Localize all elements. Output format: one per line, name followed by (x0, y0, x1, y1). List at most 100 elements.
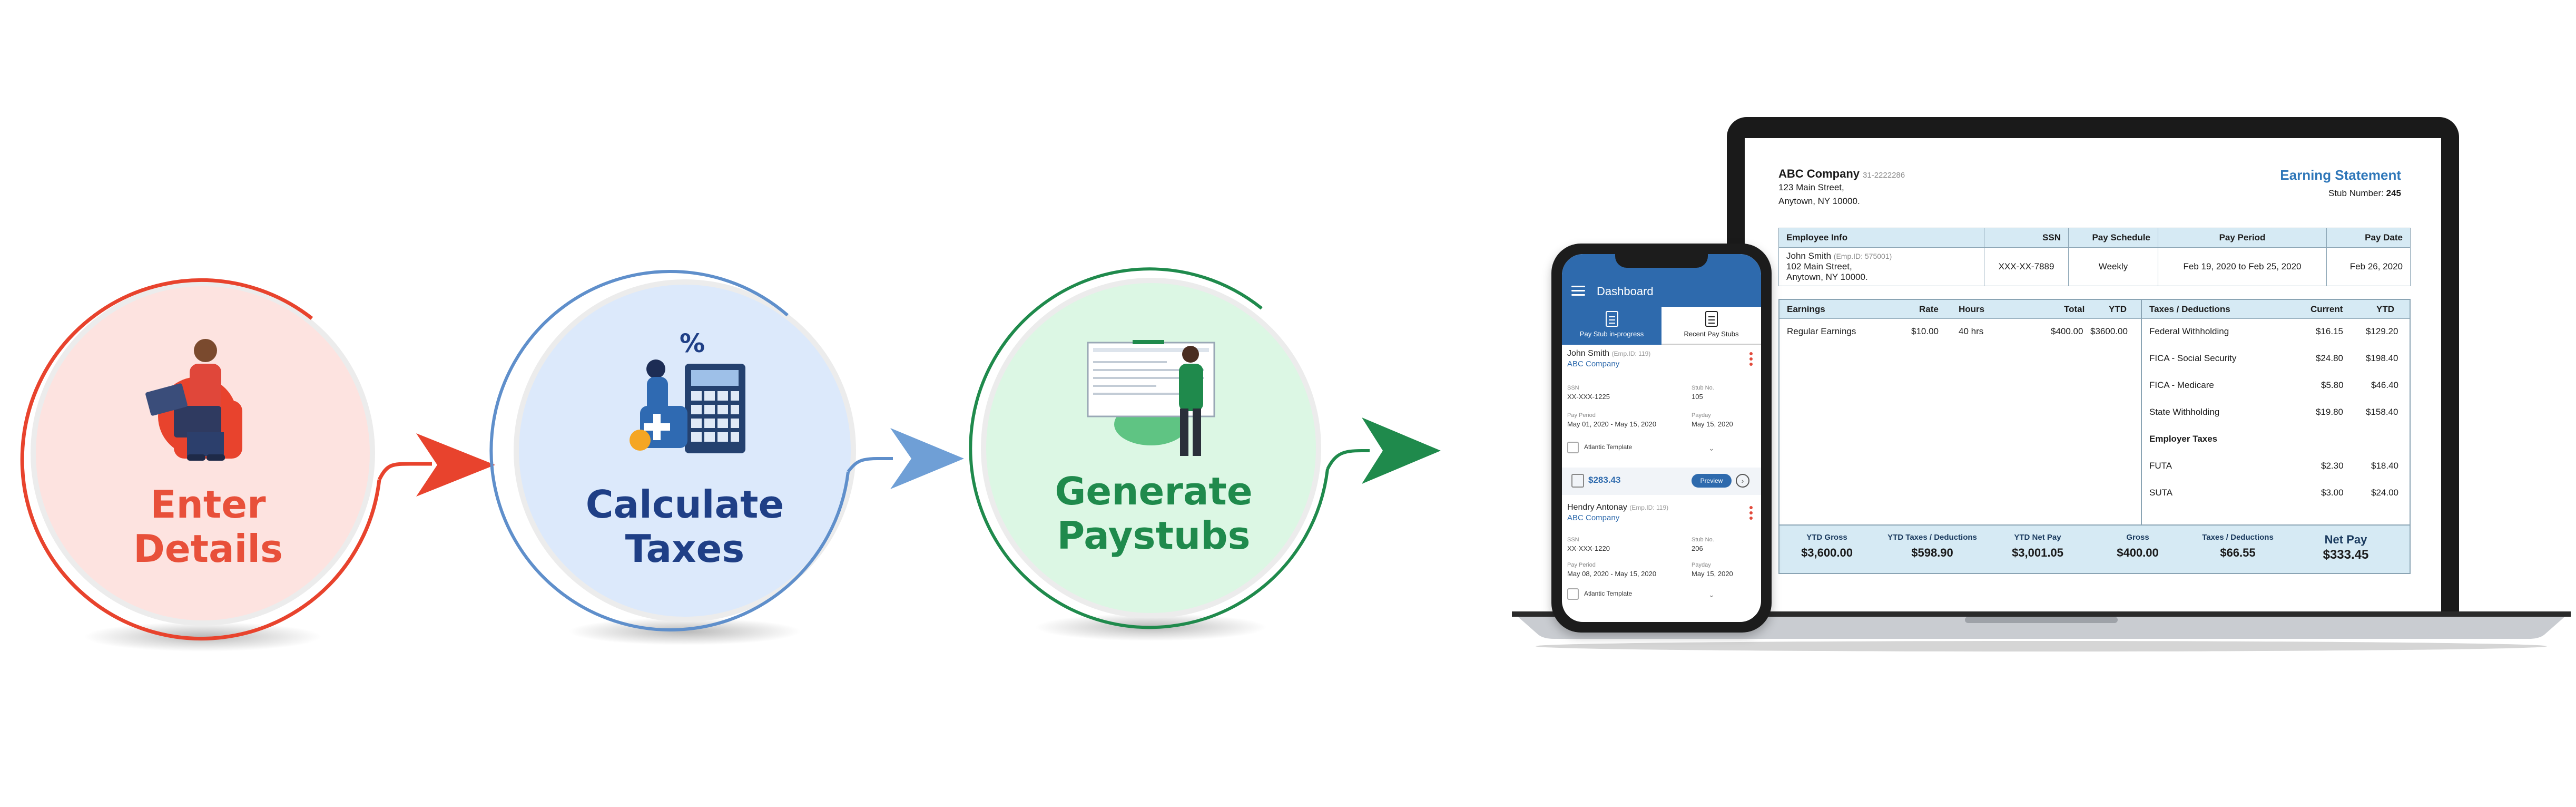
step-1-enter-details (20, 278, 495, 652)
tab-recent-pay-stubs[interactable]: Recent Pay Stubs (1661, 307, 1761, 345)
chevron-down-icon[interactable]: ⌄ (1708, 590, 1715, 599)
column-header: Current (2310, 304, 2343, 314)
chevron-down-icon[interactable]: ⌄ (1708, 444, 1715, 452)
person-with-paystub-board-icon (1087, 340, 1215, 456)
document-icon (1705, 311, 1718, 327)
total-label: Net Pay (2324, 533, 2367, 546)
step-1-label-line2: Details (133, 527, 283, 571)
template-icon (1567, 442, 1579, 453)
earnings-taxes-section: Earnings Rate Hours Total YTD Regular Ea… (1778, 299, 2411, 526)
employer-taxes-heading-row: Employer Taxes (2142, 426, 2410, 453)
employee-address-2: Anytown, NY 10000. (1786, 272, 1868, 282)
tax-name: FICA - Medicare (2149, 380, 2214, 390)
taxes-table: Taxes / Deductions Current YTD Federal W… (2142, 300, 2410, 524)
earning-total: $400.00 (2051, 326, 2083, 336)
calculator-percent-icon: % (630, 329, 745, 453)
tax-ytd: $46.40 (2371, 380, 2398, 390)
tab-pay-stub-in-progress[interactable]: Pay Stub in-progress (1562, 307, 1661, 345)
stub-number-value: 245 (2386, 188, 2401, 198)
earnings-header-row: Earnings Rate Hours Total YTD (1779, 300, 2141, 319)
totals-bar: YTD Gross $3,600.00 YTD Taxes / Deductio… (1778, 526, 2411, 574)
field-label: Stub No. (1692, 537, 1714, 543)
pay-schedule-cell: Weekly (2068, 247, 2158, 286)
employer-taxes-heading: Employer Taxes (2149, 434, 2218, 444)
table-row: Federal Withholding $16.15 $129.20 (2142, 319, 2410, 346)
card-template[interactable]: Atlantic Template (1567, 442, 1632, 453)
chevron-right-icon[interactable]: › (1736, 474, 1749, 488)
step-2-label-line2: Taxes (625, 527, 745, 571)
tax-name: SUTA (2149, 488, 2173, 498)
tab-label: Recent Pay Stubs (1684, 330, 1739, 338)
field-value: May 15, 2020 (1692, 420, 1733, 428)
total-value: $3,600.00 (1801, 546, 1853, 559)
ssn-cell: XXX-XX-7889 (1984, 247, 2069, 286)
template-name: Atlantic Template (1584, 590, 1633, 598)
employee-id: (Emp.ID: 575001) (1833, 252, 1892, 260)
table-row: John Smith (Emp.ID: 575001) 102 Main Str… (1778, 247, 2411, 286)
tax-current: $3.00 (2321, 488, 2344, 498)
tax-ytd: $24.00 (2371, 488, 2398, 498)
receipt-icon (1571, 474, 1584, 488)
field-value: 105 (1692, 393, 1703, 401)
preview-button[interactable]: Preview (1692, 474, 1732, 488)
step-2-ring (489, 269, 850, 631)
card-amount: $283.43 (1588, 475, 1621, 485)
field-label: Payday (1692, 412, 1711, 419)
total-value: $400.00 (2117, 546, 2159, 559)
field-value: May 08, 2020 - May 15, 2020 (1567, 570, 1657, 578)
card-stub-no: Stub No.105 (1692, 385, 1714, 401)
card-employee-id: (Emp.ID: 119) (1611, 350, 1651, 357)
tax-current: $2.30 (2321, 461, 2344, 471)
card-company: ABC Company (1567, 513, 1620, 522)
total-label: Taxes / Deductions (2202, 533, 2274, 542)
field-value: XX-XXX-1220 (1567, 545, 1610, 552)
field-value: 206 (1692, 545, 1703, 552)
dashboard-title: Dashboard (1597, 285, 1654, 298)
total-label: YTD Gross (1806, 533, 1847, 542)
tax-name: Federal Withholding (2149, 326, 2229, 336)
phone-dashboard-screen: Dashboard Pay Stub in-progress Recent Pa… (1562, 254, 1761, 622)
total-value: $3,001.05 (2012, 546, 2063, 559)
table-header-row: Employee Info SSN Pay Schedule Pay Perio… (1778, 228, 2411, 248)
column-header: SSN (1984, 228, 2069, 248)
dashboard-tabs: Pay Stub in-progress Recent Pay Stubs (1562, 307, 1761, 345)
template-icon (1567, 588, 1579, 600)
total-item: YTD Gross $3,600.00 (1779, 533, 1874, 560)
column-header: Earnings (1787, 304, 1825, 314)
column-header: Pay Schedule (2068, 228, 2158, 248)
card-employee-name: John Smith (1567, 349, 1610, 358)
earning-hours: 40 hrs (1959, 326, 1984, 336)
pay-date-cell: Feb 26, 2020 (2326, 247, 2411, 286)
step-1-ring (20, 278, 381, 640)
card-template[interactable]: Atlantic Template (1567, 588, 1632, 600)
company-address-1: 123 Main Street, (1778, 182, 1844, 192)
total-value: $66.55 (2220, 546, 2256, 559)
more-options-icon[interactable] (1749, 506, 1753, 522)
step-3-label: Generate Paystubs (1038, 469, 1270, 558)
column-header: YTD (2376, 304, 2394, 314)
svg-text:%: % (680, 329, 705, 358)
table-row: Regular Earnings $10.00 40 hrs $400.00 $… (1779, 319, 2141, 346)
step-2-calculate-taxes: % (489, 269, 964, 645)
tax-current: $24.80 (2316, 353, 2343, 363)
column-header: Total (2064, 304, 2085, 314)
card-employee-name: Hendry Antonay (1567, 503, 1627, 512)
total-label: YTD Taxes / Deductions (1887, 533, 1977, 542)
more-options-icon[interactable] (1749, 352, 1753, 368)
column-header: Taxes / Deductions (2149, 304, 2230, 314)
paystub-card[interactable]: Hendry Antonay (Emp.ID: 119) ABC Company… (1567, 503, 1756, 619)
paystub-card[interactable]: John Smith (Emp.ID: 119) ABC Company SSN… (1567, 349, 1756, 489)
table-row: FICA - Medicare $5.80 $46.40 (2142, 373, 2410, 400)
tax-name: State Withholding (2149, 407, 2220, 417)
company-address-2: Anytown, NY 10000. (1778, 196, 1860, 206)
employee-name: John Smith (1786, 251, 1832, 261)
hamburger-menu-icon[interactable] (1571, 286, 1585, 296)
field-label: Payday (1692, 562, 1711, 568)
step-1-connector (377, 462, 432, 481)
